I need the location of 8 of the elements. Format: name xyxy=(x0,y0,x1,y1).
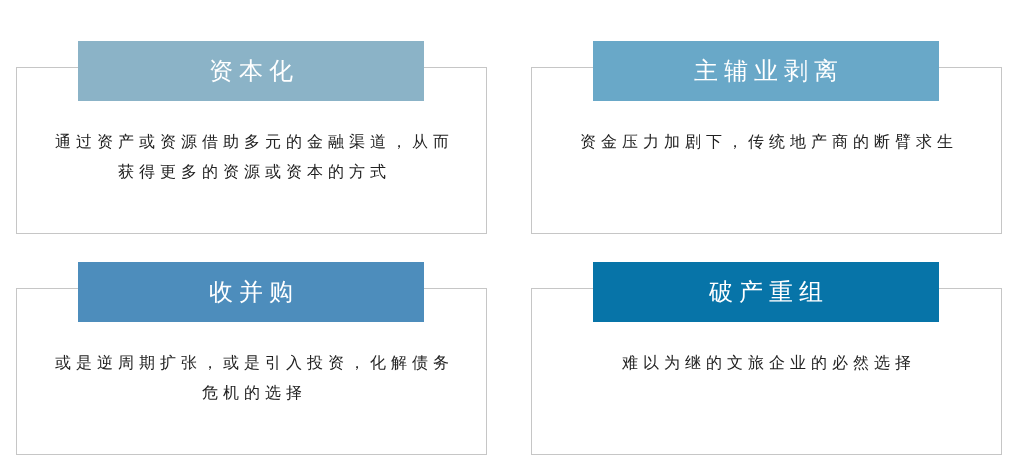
description-text: 或是逆周期扩张，或是引入投资，化解债务危机的选择 xyxy=(53,352,455,404)
title-banner: 破产重组 xyxy=(593,262,939,322)
description-text: 难以为继的文旅企业的必然选择 xyxy=(621,352,916,374)
title-banner: 主辅业剥离 xyxy=(593,41,939,101)
title-banner: 资本化 xyxy=(78,41,424,101)
description-text: 通过资产或资源借助多元的金融渠道，从而获得更多的资源或资本的方式 xyxy=(53,131,455,183)
description-text: 资金压力加剧下，传统地产商的断臂求生 xyxy=(579,131,958,153)
title-banner: 收并购 xyxy=(78,262,424,322)
